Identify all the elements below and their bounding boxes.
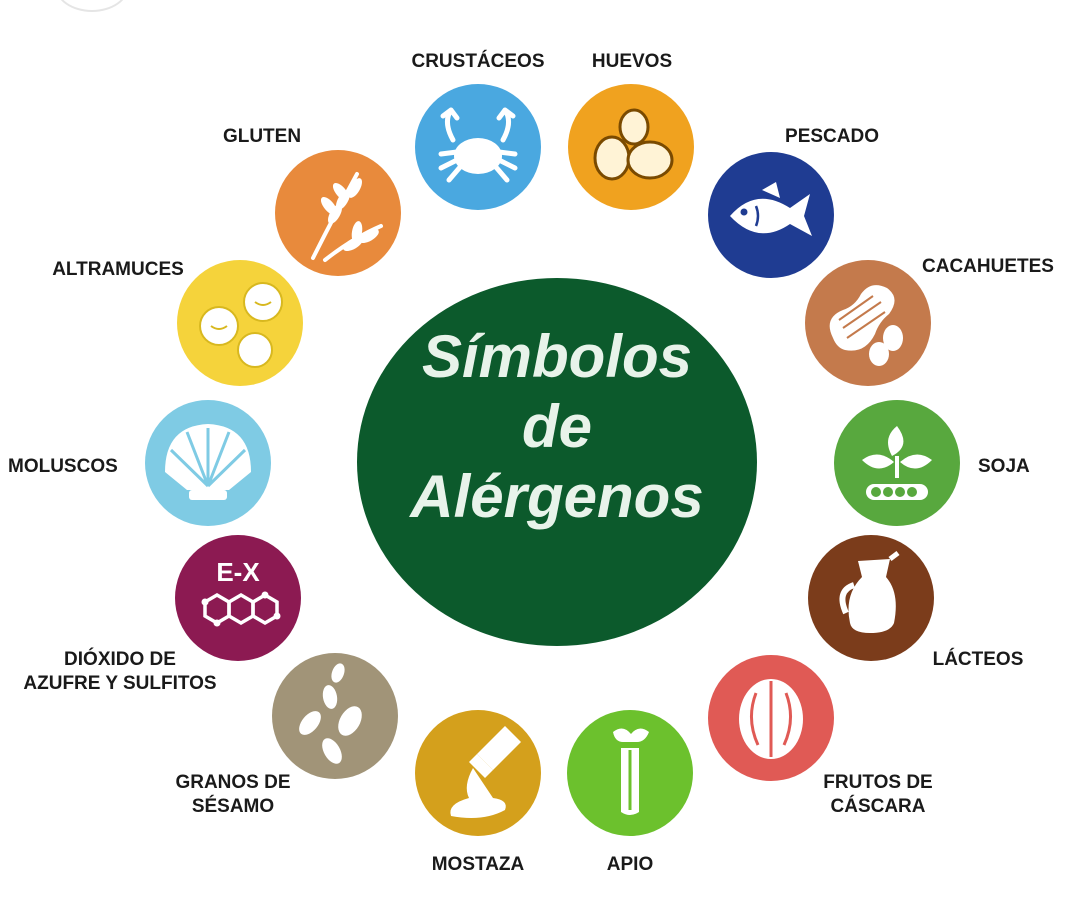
frutos-label-line-1: FRUTOS DE bbox=[823, 772, 933, 793]
sulfitos-label-line-1: DIÓXIDO DE bbox=[64, 649, 176, 670]
apio-label: APIO bbox=[606, 854, 654, 875]
peanut-icon bbox=[805, 260, 931, 386]
altramuces-label: ALTRAMUCES bbox=[52, 259, 184, 280]
fish-icon bbox=[708, 152, 834, 278]
huevos-icon-circle bbox=[566, 82, 696, 212]
lupin-beans-icon bbox=[177, 260, 303, 386]
soja-icon-circle bbox=[832, 398, 962, 528]
walnut-icon bbox=[708, 655, 834, 781]
sesame-seeds-icon bbox=[272, 653, 398, 779]
moluscos-label: MOLUSCOS bbox=[8, 456, 118, 477]
huevos-label: HUEVOS bbox=[591, 51, 673, 72]
pescado-icon-circle bbox=[706, 150, 836, 280]
sulfite-molecule-icon: E-X bbox=[175, 535, 301, 661]
gluten-label: GLUTEN bbox=[222, 126, 302, 147]
lacteos-label: LÁCTEOS bbox=[932, 649, 1024, 670]
altramuces-icon-circle bbox=[175, 258, 305, 388]
top-edge-shape bbox=[55, 0, 129, 12]
sulfitos-code-text: E-X bbox=[216, 557, 260, 587]
sesamo-label-line-1: GRANOS DE bbox=[175, 772, 291, 793]
soy-leaves-icon bbox=[834, 400, 960, 526]
center-title-circle: Símbolos de Alérgenos bbox=[357, 278, 757, 646]
sulfitos-icon-circle: E-X bbox=[173, 533, 303, 663]
gluten-icon-circle bbox=[273, 148, 403, 278]
mustard-bottle-icon bbox=[415, 710, 541, 836]
title-line-3: Alérgenos bbox=[410, 463, 704, 530]
mostaza-icon-circle bbox=[413, 708, 543, 838]
cacahuetes-icon-circle bbox=[803, 258, 933, 388]
soja-label: SOJA bbox=[978, 456, 1030, 477]
sulfitos-label: DIÓXIDO DE AZUFRE Y SULFITOS bbox=[23, 648, 216, 696]
sulfitos-label-line-2: AZUFRE Y SULFITOS bbox=[23, 673, 217, 694]
sesamo-icon-circle bbox=[270, 651, 400, 781]
frutos-label: FRUTOS DE CÁSCARA bbox=[823, 771, 932, 819]
pescado-label: PESCADO bbox=[785, 126, 879, 147]
crustaceos-label: CRUSTÁCEOS bbox=[411, 51, 545, 72]
crab-icon bbox=[415, 84, 541, 210]
frutos-label-line-2: CÁSCARA bbox=[830, 796, 926, 817]
milk-jug-icon bbox=[808, 535, 934, 661]
sesamo-label-line-2: SÉSAMO bbox=[191, 796, 275, 817]
crustaceos-icon-circle bbox=[413, 82, 543, 212]
cacahuetes-label: CACAHUETES bbox=[922, 256, 1054, 277]
lacteos-icon-circle bbox=[806, 533, 936, 663]
moluscos-icon-circle bbox=[143, 398, 273, 528]
mostaza-label: MOSTAZA bbox=[431, 854, 525, 875]
wheat-icon bbox=[275, 150, 401, 276]
title-line-1: Símbolos bbox=[421, 323, 693, 390]
celery-icon bbox=[567, 710, 693, 836]
sesamo-label: GRANOS DE SÉSAMO bbox=[175, 771, 290, 819]
frutos-icon-circle bbox=[706, 653, 836, 783]
eggs-icon bbox=[568, 84, 694, 210]
title-line-2: de bbox=[521, 393, 593, 460]
apio-icon-circle bbox=[565, 708, 695, 838]
shell-icon bbox=[145, 400, 271, 526]
